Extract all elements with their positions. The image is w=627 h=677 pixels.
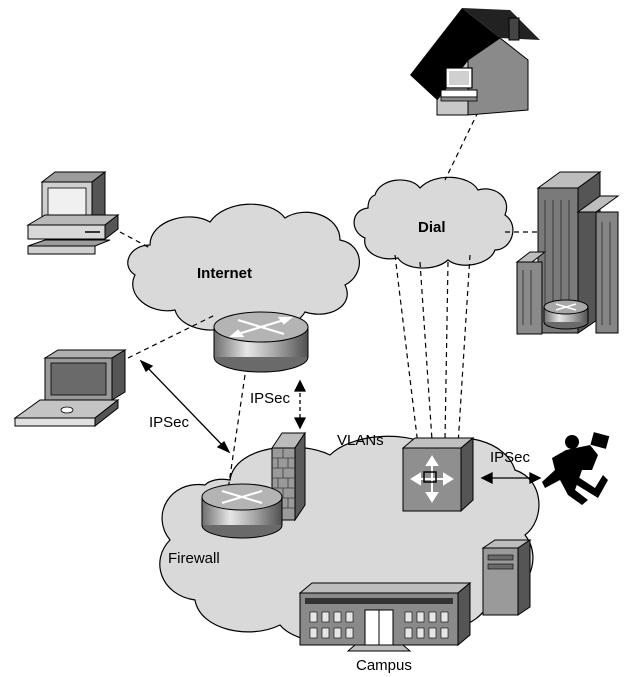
link-house-dial (444, 111, 479, 181)
link-dial-switch-2 (419, 261, 433, 441)
campus-building-icon (298, 581, 472, 652)
firewall-router-icon (201, 483, 283, 539)
link-dial-switch-3 (444, 261, 449, 441)
arrowhead-up (293, 379, 307, 392)
internet-cloud (127, 203, 360, 331)
server-tower-icon (481, 539, 532, 616)
arrowhead-laptop-end (139, 359, 154, 373)
internet-label: Internet (197, 265, 252, 282)
link-laptop-internet (127, 314, 216, 359)
firewall-label: Firewall (168, 550, 220, 567)
desktop-pc-icon (26, 170, 120, 255)
laptop-icon (13, 349, 127, 428)
arrowhead-left (480, 471, 493, 485)
house-with-pc-icon (410, 8, 540, 116)
connections (119, 111, 545, 491)
ipsec-arrows (139, 359, 542, 485)
arrowhead-firewall-end (216, 440, 231, 454)
campus-label: Campus (356, 657, 412, 674)
multilayer-switch-icon (401, 436, 475, 513)
arrowhead-right (529, 471, 542, 485)
mobile-user-running-icon (542, 432, 610, 505)
arrowhead-down (293, 417, 307, 430)
link-dial-switch-4 (457, 254, 471, 446)
ipsec-label-center: IPSec (250, 390, 291, 407)
dial-label: Dial (418, 219, 446, 236)
labels: Internet Dial IPSec IPSec IPSec VLANs Fi… (149, 219, 531, 674)
vlans-label: VLANs (337, 432, 384, 449)
internet-router-icon (213, 311, 309, 373)
ipsec-label-left: IPSec (149, 414, 190, 431)
office-building-with-router-icon (515, 171, 620, 335)
ipsec-arrow-laptop-firewall (144, 364, 226, 449)
ipsec-label-right: IPSec (490, 449, 531, 466)
link-desktop-internet (119, 231, 151, 249)
link-dial-switch-1 (394, 254, 419, 446)
link-internet-router-firewall-router (227, 374, 246, 491)
dial-cloud (353, 176, 514, 269)
